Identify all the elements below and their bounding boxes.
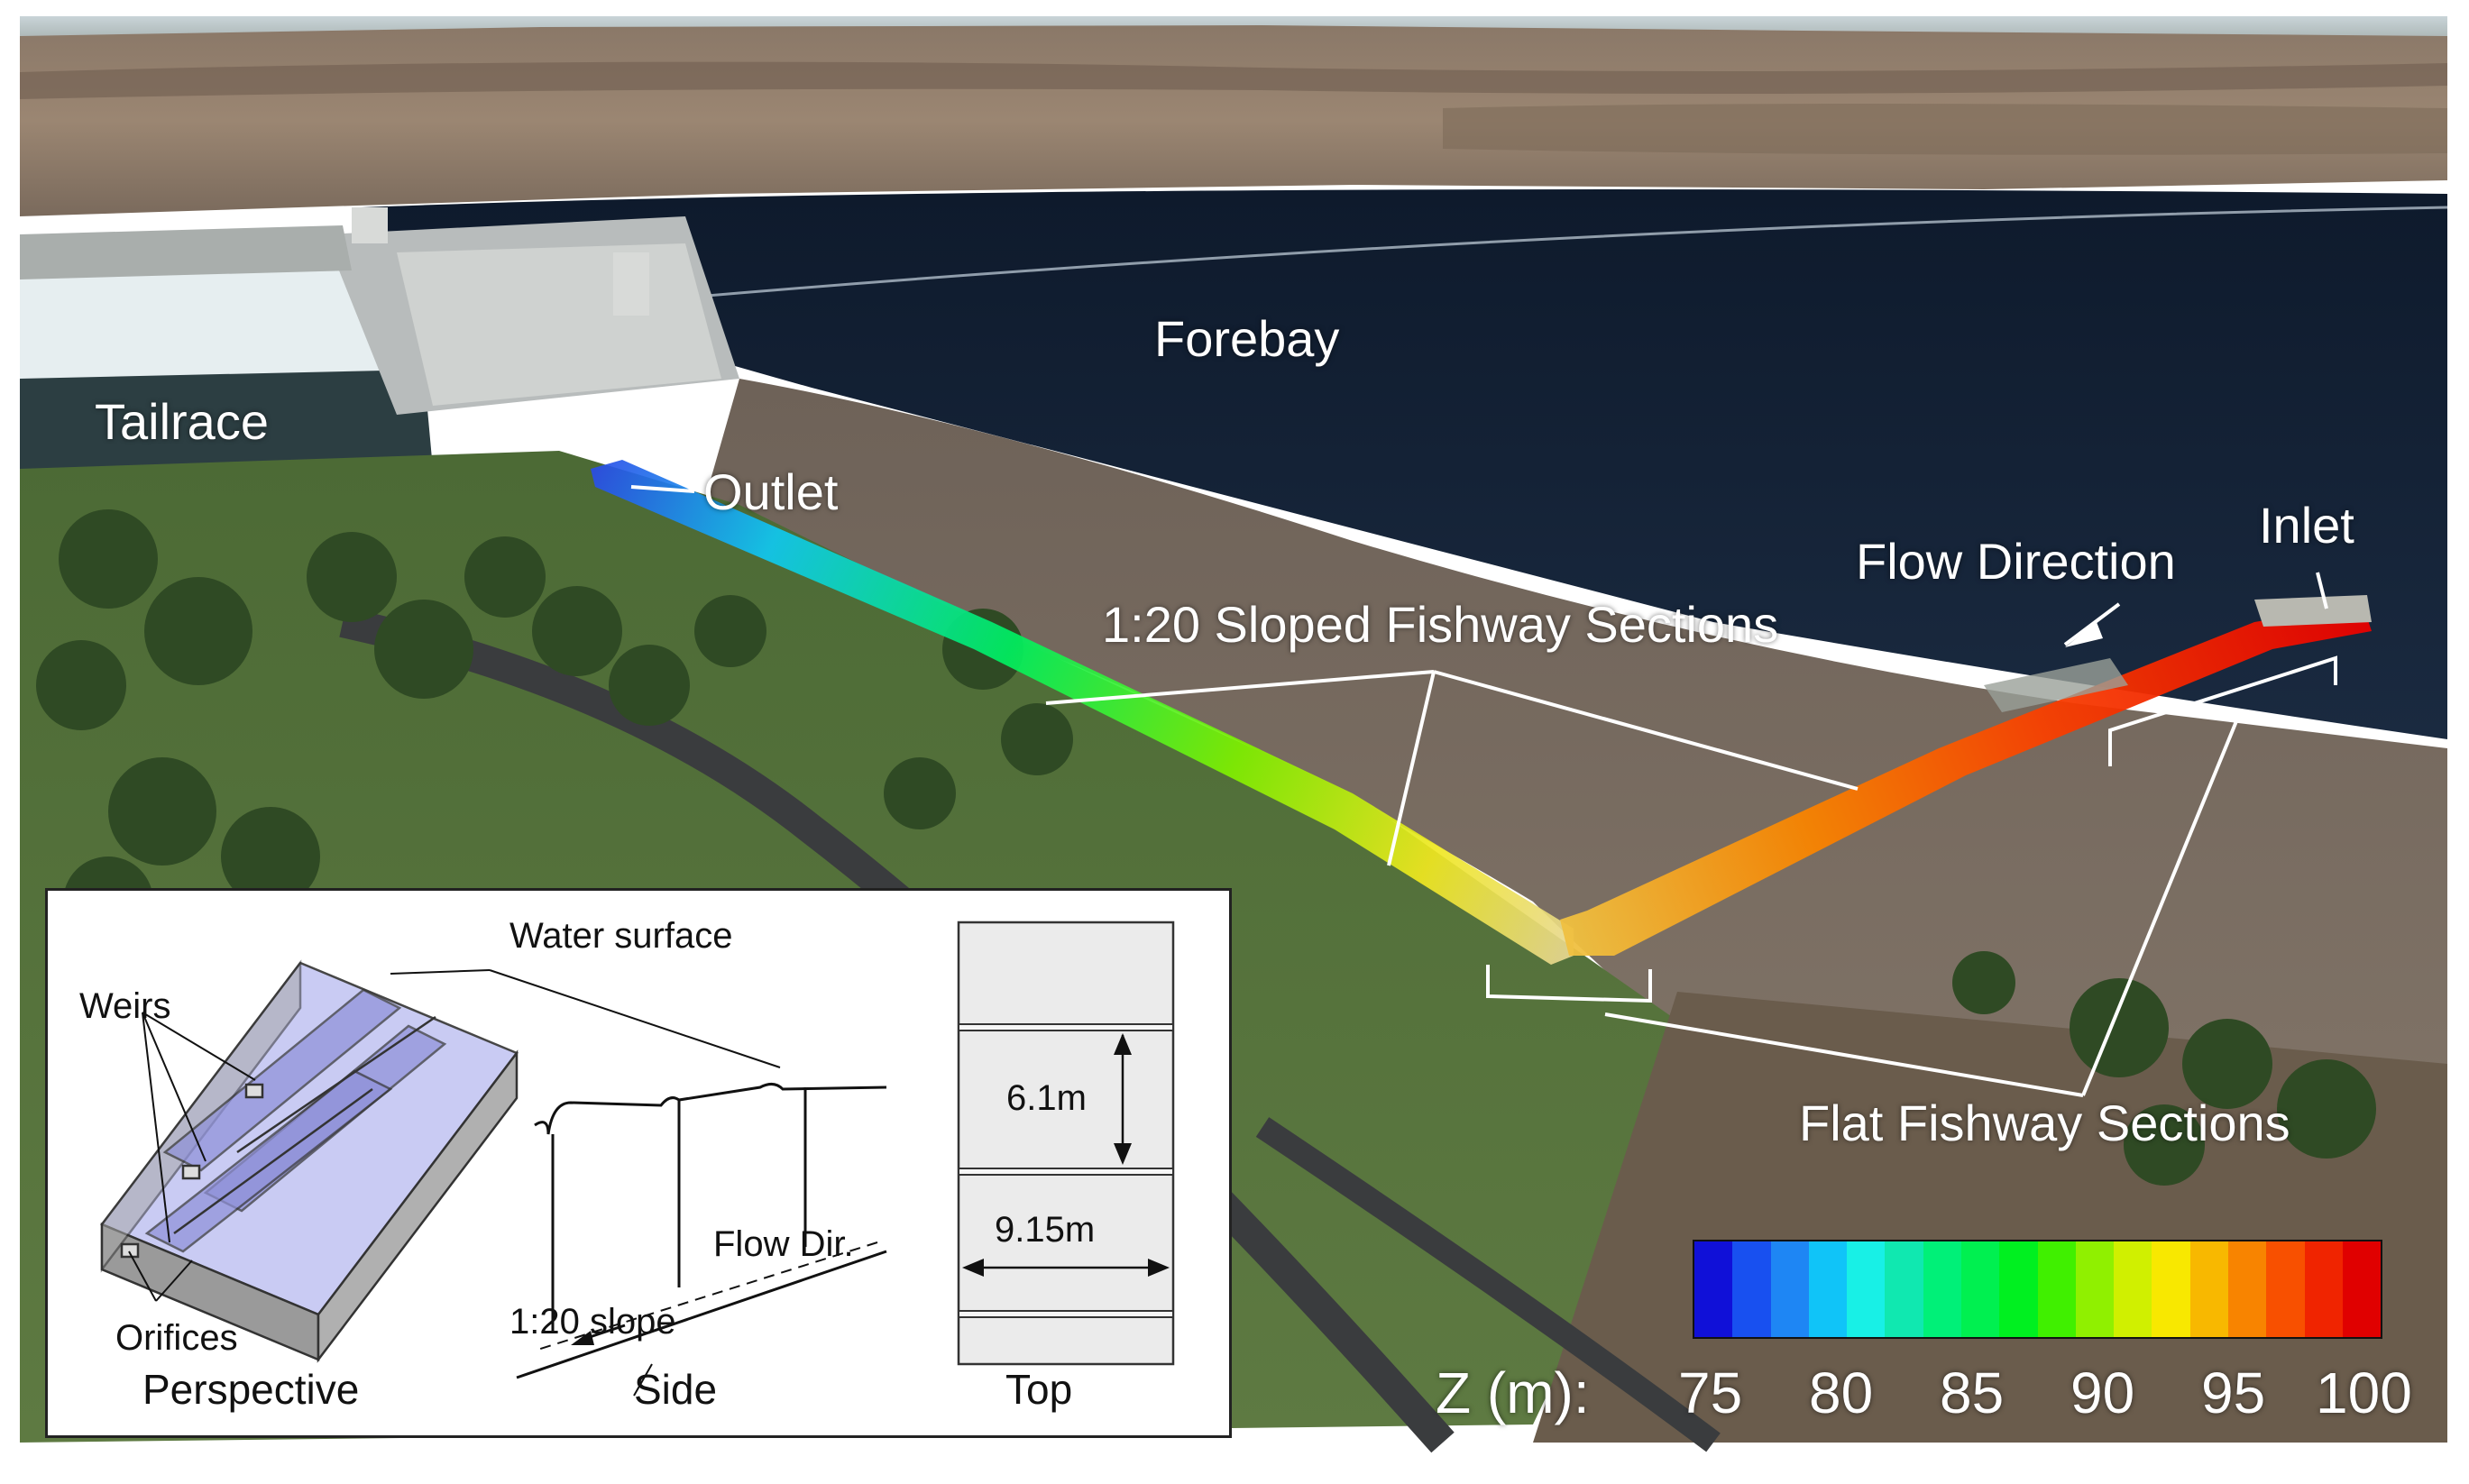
colorbar-segment [2304, 1241, 2343, 1337]
inset-label-pool-length: 6.1m [1006, 1078, 1087, 1118]
colorbar-segment [2152, 1241, 2190, 1337]
colorbar-tick-label: 90 [2070, 1360, 2135, 1425]
label-sloped-sections: 1:20 Sloped Fishway Sections [1102, 596, 1779, 653]
colorbar-segment [2075, 1241, 2115, 1337]
colorbar-segment [1694, 1241, 1733, 1337]
colorbar-segment [1770, 1241, 1809, 1337]
colorbar-segment [1885, 1241, 1923, 1337]
colorbar-tick-label: 100 [2316, 1360, 2412, 1425]
view-label-perspective: Perspective [142, 1366, 360, 1413]
colorbar-tick-label: 80 [1809, 1360, 1874, 1425]
colorbar-segment [1960, 1241, 2000, 1337]
inset-label-orifices: Orifices [115, 1318, 238, 1358]
colorbar-segment [2227, 1241, 2267, 1337]
colorbar-segment [2342, 1241, 2382, 1337]
colorbar-segment [2189, 1241, 2228, 1337]
colorbar-segment [2114, 1241, 2152, 1337]
inset-label-flow-dir: Flow Dir. [713, 1224, 854, 1264]
view-label-top: Top [1005, 1366, 1073, 1413]
colorbar-label: Z (m): [1436, 1360, 1590, 1425]
label-tailrace: Tailrace [95, 393, 269, 450]
inset-label-weirs: Weirs [79, 986, 171, 1026]
label-flat-sections: Flat Fishway Sections [1799, 1095, 2290, 1151]
view-label-side: Side [634, 1366, 718, 1413]
colorbar-segment [1732, 1241, 1771, 1337]
inset-schematic: Water surface Weirs Orifices Flow Dir. 1… [45, 888, 1232, 1438]
label-flow-direction: Flow Direction [1856, 533, 2176, 590]
colorbar-segment [2266, 1241, 2305, 1337]
colorbar-tick-label: 95 [2201, 1360, 2266, 1425]
inset-drawings [100, 921, 1175, 1397]
label-outlet: Outlet [703, 463, 839, 520]
colorbar-segment [2037, 1241, 2076, 1337]
colorbar-segment [1847, 1241, 1886, 1337]
inset-label-pool-width: 9.15m [995, 1210, 1096, 1250]
colorbar-segment [1808, 1241, 1848, 1337]
colorbar-tick-label: 75 [1678, 1360, 1743, 1425]
inset-label-slope: 1:20 slope [509, 1302, 676, 1342]
colorbar-segment [1999, 1241, 2038, 1337]
label-forebay: Forebay [1154, 310, 1340, 367]
label-inlet: Inlet [2259, 497, 2354, 554]
colorbar-segment [1923, 1241, 1961, 1337]
colorbar-tick-label: 85 [1940, 1360, 2005, 1425]
inset-label-water-surface: Water surface [509, 916, 733, 956]
color-bar [1693, 1240, 2382, 1339]
